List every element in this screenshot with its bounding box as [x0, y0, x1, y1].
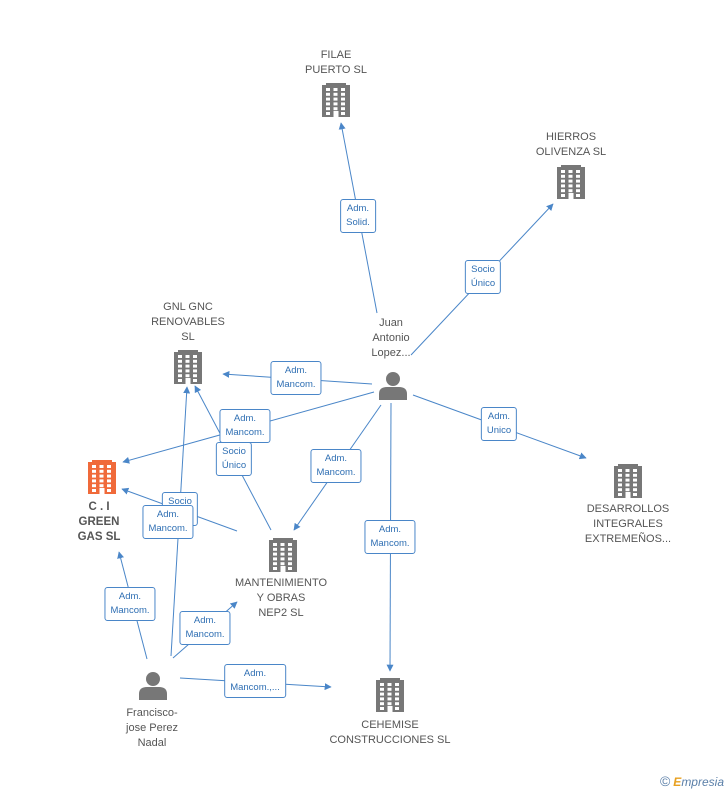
- company-name[interactable]: HIERROS OLIVENZA SL: [535, 131, 607, 158]
- edge-label[interactable]: Adm. Mancom.: [104, 587, 156, 621]
- company-name[interactable]: FILAE PUERTO SL: [305, 49, 367, 76]
- building-icon[interactable]: [614, 464, 642, 498]
- edge-label[interactable]: Adm. Mancom.: [364, 520, 416, 554]
- edge-label[interactable]: Adm. Mancom.: [179, 611, 231, 645]
- building-icon[interactable]: [269, 538, 297, 572]
- copyright-icon: ©: [659, 773, 671, 789]
- brand-footer: ©Empresia: [660, 773, 724, 789]
- company-name[interactable]: C . I GREEN GAS SL: [77, 501, 121, 543]
- person-icon[interactable]: [379, 372, 407, 400]
- company-name[interactable]: DESARROLLOS INTEGRALES EXTREMEÑOS...: [584, 503, 672, 545]
- person-name[interactable]: Francisco- jose Perez Nadal: [126, 707, 178, 749]
- company-name[interactable]: CEHEMISE CONSTRUCCIONES SL: [329, 719, 451, 746]
- company-name[interactable]: MANTENIMIENTO Y OBRAS NEP2 SL: [234, 577, 328, 619]
- person-icon[interactable]: [139, 672, 167, 700]
- edge-label[interactable]: Socio Único: [215, 442, 253, 476]
- building-icon[interactable]: [322, 83, 350, 117]
- building-icon[interactable]: [557, 165, 585, 199]
- edge-label[interactable]: Adm. Mancom.,...: [224, 664, 286, 698]
- building-icon[interactable]: [88, 460, 116, 494]
- edge-label[interactable]: Adm. Mancom.: [310, 449, 362, 483]
- edge-label[interactable]: Adm. Solid.: [340, 199, 376, 233]
- edge-label[interactable]: Adm. Mancom.: [142, 505, 194, 539]
- company-name[interactable]: GNL GNC RENOVABLES SL: [151, 301, 225, 343]
- building-icon[interactable]: [376, 678, 404, 712]
- edge-label[interactable]: Adm. Unico: [480, 407, 518, 441]
- edge-label[interactable]: Socio Único: [464, 260, 502, 294]
- brand-logo-e: E: [673, 775, 682, 789]
- edge-label[interactable]: Adm. Mancom.: [270, 361, 322, 395]
- brand-logo-text: mpresia: [681, 775, 724, 789]
- edge-label[interactable]: Adm. Mancom.: [219, 409, 271, 443]
- person-name[interactable]: Juan Antonio Lopez...: [371, 317, 411, 359]
- building-icon[interactable]: [174, 350, 202, 384]
